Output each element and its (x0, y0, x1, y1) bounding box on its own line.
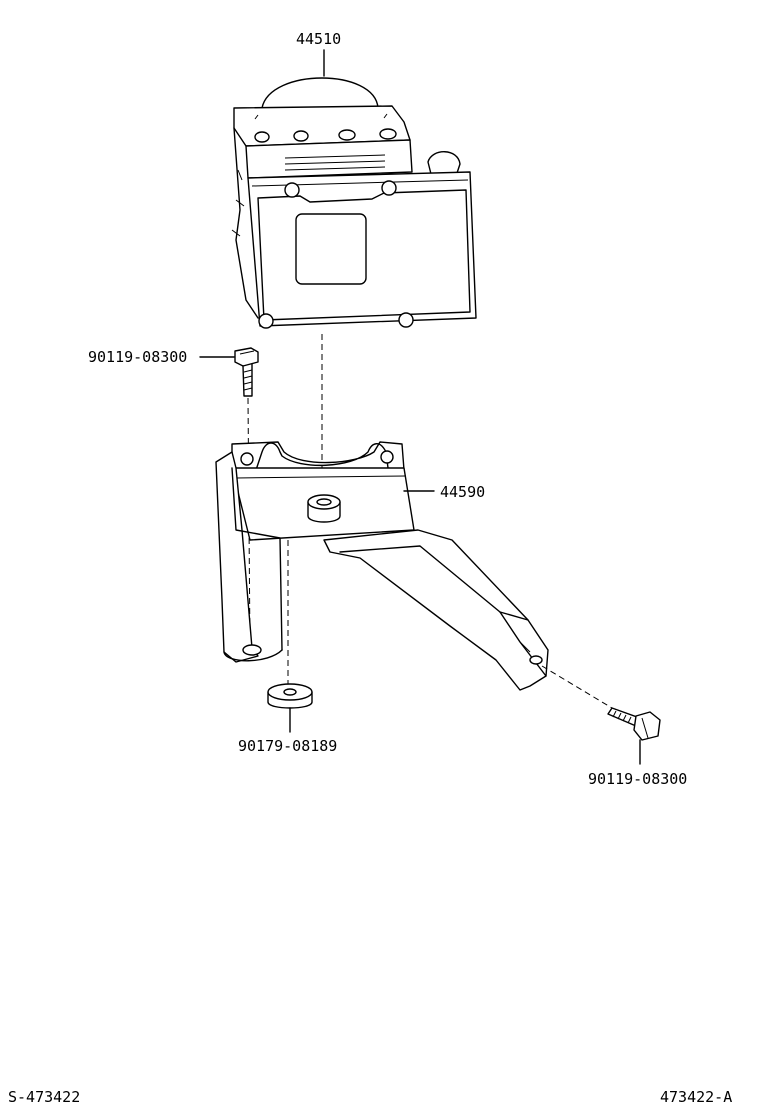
bolt-lower-icon (607, 707, 661, 741)
part-number-bolt-lower: 90119-08300 (588, 770, 687, 788)
cushion-icon (267, 683, 313, 709)
reference-code-left: S-473422 (8, 1088, 80, 1106)
abs-actuator-assembly (231, 77, 477, 329)
bracket-assembly (215, 441, 549, 691)
bolt-upper-icon (234, 347, 259, 397)
grommet-icon (307, 494, 341, 523)
part-number-44510: 44510 (296, 30, 341, 48)
part-number-bolt-upper: 90119-08300 (88, 348, 187, 366)
part-number-44590: 44590 (440, 483, 485, 501)
alignment-line-right (541, 665, 613, 709)
alignment-line-left (247, 397, 251, 651)
reference-code-right: 473422-A (660, 1088, 732, 1106)
part-number-cushion: 90179-08189 (238, 737, 337, 755)
